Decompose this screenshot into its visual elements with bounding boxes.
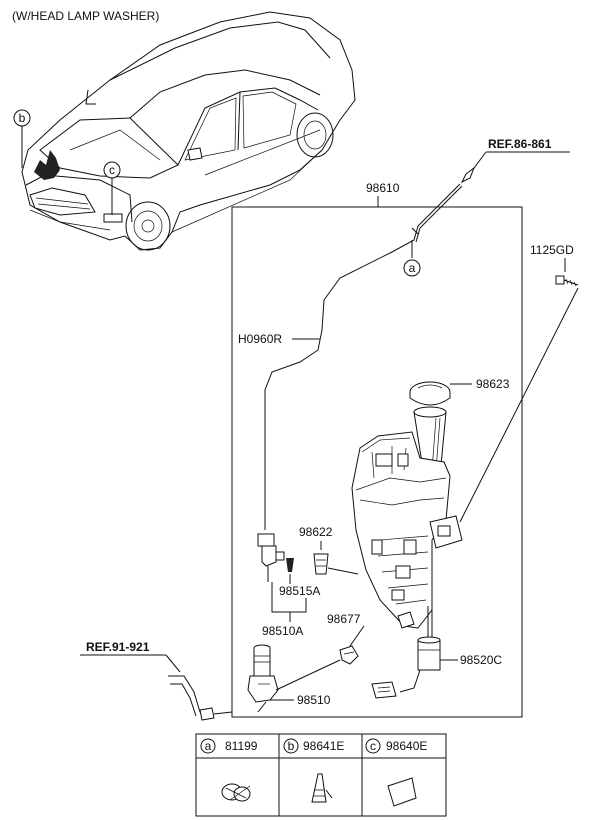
legend-c-letter: c [370,739,376,753]
callout-b [13,109,31,127]
washer-reservoir [351,406,463,640]
part-98515A: 98515A [279,584,320,598]
washer-pump-upper [257,533,285,582]
legend-a-marker [200,738,216,754]
ref-left: REF.91-921 [86,640,150,654]
level-sensor [371,636,441,699]
clip-a-icon [221,783,251,802]
part-98510A: 98510A [262,624,303,638]
car-illustration [21,11,356,251]
part-98510: 98510 [297,693,331,707]
legend-b-part: 98641E [303,739,344,753]
legend-b-marker [283,738,299,754]
bolt-icon [555,275,579,287]
legend-c-part: 98640E [386,739,427,753]
legend-b-letter: b [288,739,295,753]
variant-note: (W/HEAD LAMP WASHER) [12,9,159,23]
part-H0960R: H0960R [238,332,282,346]
part-98622: 98622 [299,525,333,539]
washer-pump-lower [247,644,279,703]
pump-seal [286,558,294,572]
ref-top: REF.86-861 [488,137,552,151]
clip-b-icon [311,773,333,803]
part-98677: 98677 [327,612,361,626]
part-98520C: 98520C [460,653,502,667]
callout-a [403,259,421,277]
legend-table: a 81199 b 98641E c 98640E [195,733,447,817]
grommet [313,553,329,575]
callout-b-label: b [19,111,26,125]
legend-a-letter: a [205,739,212,753]
legend-a-part: 81199 [225,739,258,753]
part-98610: 98610 [366,181,400,195]
callout-c [103,161,121,179]
filler-cap [409,381,451,406]
callout-c-label: c [109,163,115,177]
legend-c-marker [365,738,381,754]
cap-c-icon [387,777,417,807]
part-1125GD: 1125GD [530,243,574,257]
hose-clip [339,645,359,665]
callout-a-label: a [409,261,416,275]
assembly-box [231,206,523,718]
part-98623: 98623 [476,377,510,391]
